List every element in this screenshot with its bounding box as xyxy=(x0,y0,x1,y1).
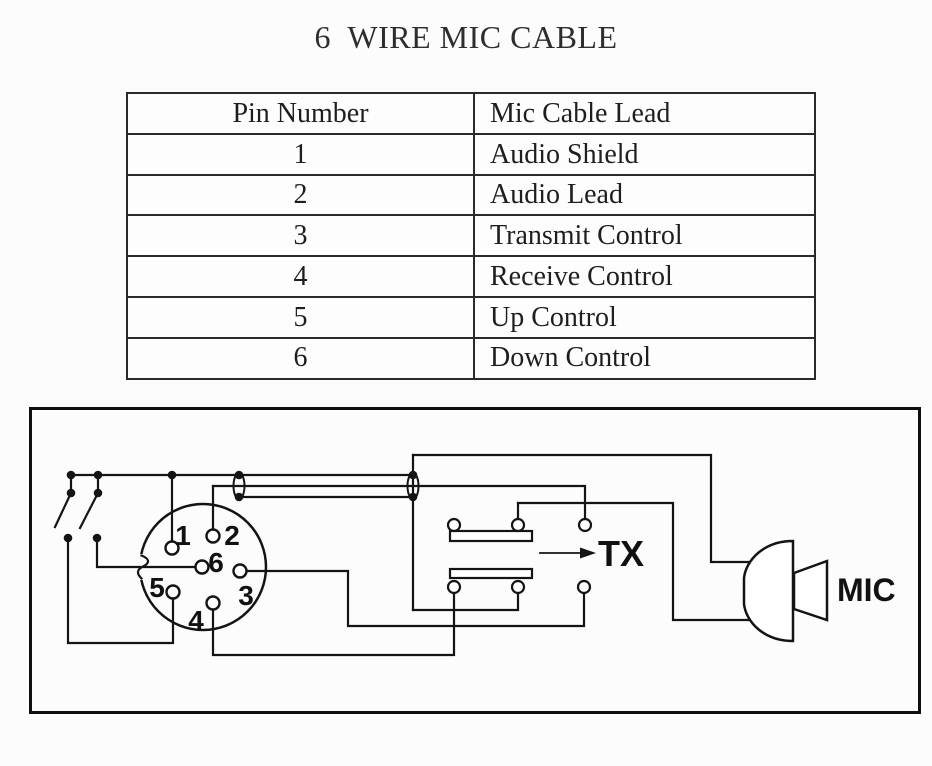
pin4-wire xyxy=(211,592,456,657)
table-row: 1 Audio Shield xyxy=(126,132,816,176)
ptt-upper-bar xyxy=(448,529,534,543)
mic-lead-cell: Audio Lead xyxy=(473,173,816,217)
terminal xyxy=(510,517,526,533)
pin5-label: 5 xyxy=(149,572,165,603)
wires xyxy=(53,453,753,657)
table-row: 6 Down Control xyxy=(126,336,816,380)
pin-number-cell: 2 xyxy=(126,173,475,217)
table-row: 5 Up Control xyxy=(126,295,816,339)
mic-lead-cell: Audio Shield xyxy=(473,132,816,176)
mic-dome xyxy=(742,539,795,643)
pin-number-cell: 4 xyxy=(126,255,475,298)
microphone-symbol: MIC xyxy=(742,539,896,643)
table-row: 3 Transmit Control xyxy=(126,214,816,258)
pin3-hole xyxy=(232,563,248,579)
header-mic-cable-lead: Mic Cable Lead xyxy=(473,92,816,135)
terminal xyxy=(576,579,592,595)
ptt-lower-bar xyxy=(448,567,534,580)
table-row: 4 Receive Control xyxy=(126,255,816,298)
mic-lead-cell: Receive Control xyxy=(473,255,816,298)
terminal xyxy=(446,517,462,533)
pin6-wire xyxy=(95,536,198,569)
pin3-wire xyxy=(244,569,586,628)
connector-pins: 1 2 3 4 5 6 xyxy=(149,520,254,636)
terminal xyxy=(446,579,462,595)
switch1-blade xyxy=(53,491,73,529)
table-row: 2 Audio Lead xyxy=(126,173,816,217)
pin-number-cell: 6 xyxy=(126,336,475,380)
mic-label: MIC xyxy=(837,572,896,608)
mic-lead-cell: Transmit Control xyxy=(473,214,816,258)
mic-lead-cell: Up Control xyxy=(473,295,816,339)
audio-lead-wire xyxy=(211,484,587,522)
pin6-label: 6 xyxy=(208,547,224,578)
pin5-hole xyxy=(165,584,181,600)
pin3-label: 3 xyxy=(238,580,254,611)
page-title: 6 WIRE MIC CABLE xyxy=(314,19,618,55)
pin6-hole xyxy=(194,559,210,575)
schematic-border xyxy=(29,407,921,714)
shield-to-bar-wire xyxy=(411,592,520,612)
mic-lower-wire xyxy=(516,501,753,622)
pin4-hole xyxy=(205,595,221,611)
pin2-label: 2 xyxy=(224,520,240,551)
table-header-row: Pin Number Mic Cable Lead xyxy=(126,92,816,135)
pin1-hole xyxy=(164,540,180,556)
terminal xyxy=(510,579,526,595)
pin-number-cell: 5 xyxy=(126,295,475,339)
mic-horn xyxy=(792,559,829,622)
pin5-wire xyxy=(66,536,175,645)
mic-lead-cell: Down Control xyxy=(473,336,816,380)
pin-assignment-table: Pin Number Mic Cable Lead 1 Audio Shield… xyxy=(126,92,816,380)
pin2-hole xyxy=(205,528,221,544)
mic-upper-wire xyxy=(411,453,753,564)
pin-number-cell: 3 xyxy=(126,214,475,258)
header-pin-number: Pin Number xyxy=(126,92,475,135)
tx-arrow xyxy=(539,547,596,559)
ptt-switch: TX xyxy=(446,517,644,595)
junction-dots xyxy=(63,470,418,543)
pin-number-cell: 1 xyxy=(126,132,475,176)
pin4-label: 4 xyxy=(188,605,204,636)
pin1-label: 1 xyxy=(175,520,191,551)
tx-label: TX xyxy=(598,533,644,574)
switch2-blade xyxy=(78,491,100,530)
terminal xyxy=(577,517,593,533)
